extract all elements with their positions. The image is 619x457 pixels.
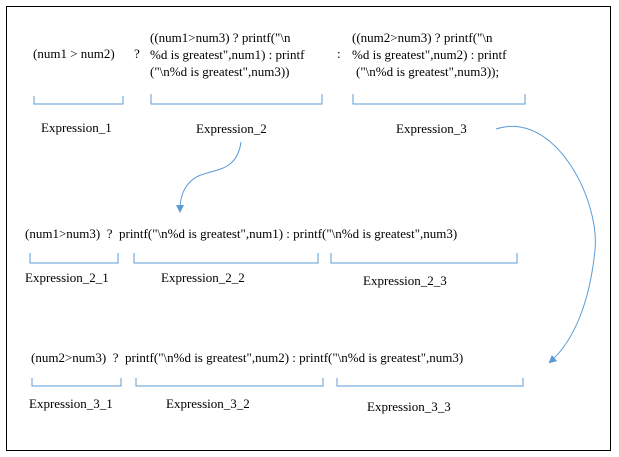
bracket-expression-1: [33, 96, 124, 105]
bracket-expression-2-3: [330, 253, 518, 264]
label-expression-2-3: Expression_2_3: [363, 273, 447, 288]
label-expression-3: Expression_3: [396, 121, 467, 136]
expression-1-text: (num1 > num2): [33, 46, 115, 61]
label-expression-2: Expression_2: [196, 121, 267, 136]
arrow-expression-3-to-row-3: [495, 126, 596, 364]
expression-2-line-1: ((num1>num3) ? printf("\n: [150, 30, 291, 45]
bracket-expression-2: [150, 94, 323, 105]
label-expression-3-3: Expression_3_3: [367, 399, 451, 414]
expression-2-line-2: %d is greatest",num1) : printf: [150, 47, 305, 62]
bracket-expression-3: [352, 94, 526, 105]
bracket-expression-2-1: [29, 253, 119, 264]
ternary-question-mark: ?: [134, 46, 140, 61]
bracket-expression-3-3: [336, 378, 524, 387]
bracket-expression-2-2: [133, 253, 319, 264]
expression-2-line-3: ("\n%d is greatest",num3)): [150, 64, 290, 79]
expression-3-line-2: %d is greatest",num2) : printf: [352, 47, 507, 62]
label-expression-3-2: Expression_3_2: [166, 396, 250, 411]
label-expression-1: Expression_1: [41, 120, 112, 135]
expression-3-line-1: ((num2>num3) ? printf("\n: [352, 30, 493, 45]
expression-2-expanded-text: (num1>num3) ? printf("\n%d is greatest",…: [25, 226, 458, 241]
label-expression-3-1: Expression_3_1: [29, 396, 113, 411]
arrow-expression-2-to-row-2: [176, 141, 242, 213]
diagram-frame: [6, 6, 611, 451]
label-expression-2-1: Expression_2_1: [25, 270, 109, 285]
bracket-expression-3-2: [135, 378, 324, 387]
ternary-colon: :: [337, 46, 341, 61]
bracket-expression-3-1: [31, 378, 122, 387]
expression-3-line-3: ("\n%d is greatest",num3));: [356, 64, 500, 79]
label-expression-2-2: Expression_2_2: [161, 270, 245, 285]
expression-3-expanded-text: (num2>num3) ? printf("\n%d is greatest",…: [31, 350, 464, 365]
